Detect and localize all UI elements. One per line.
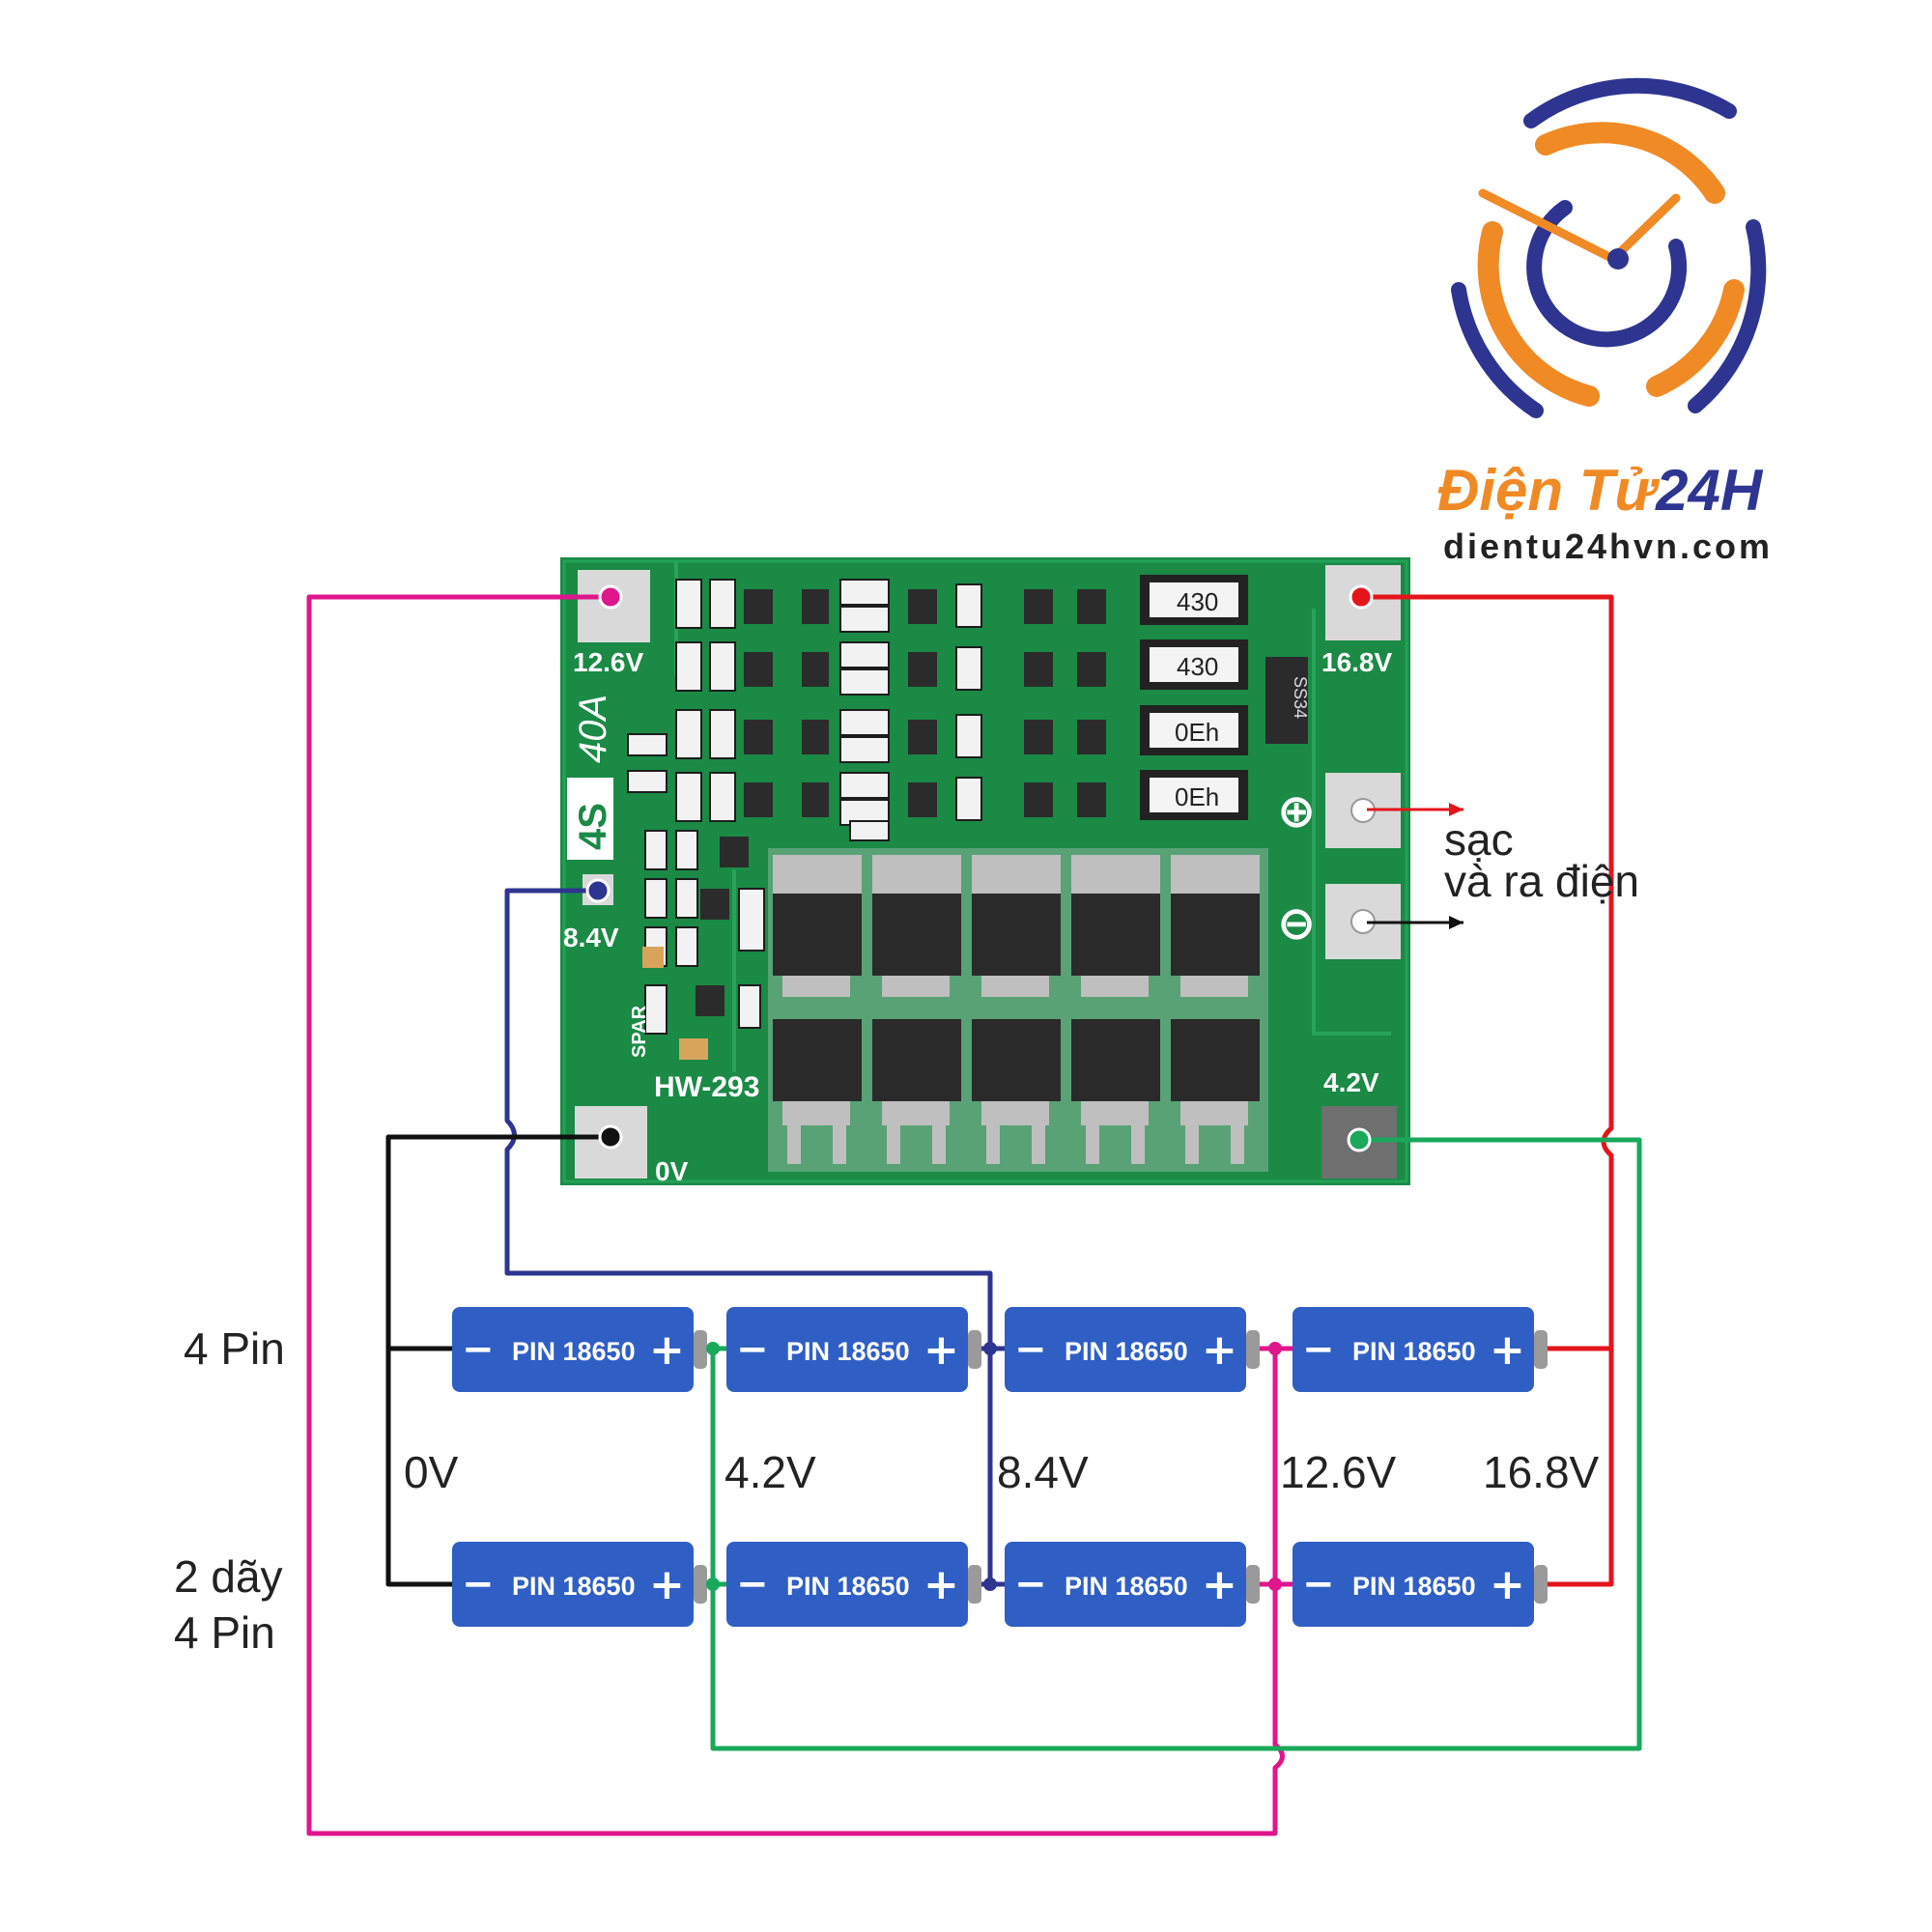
pad-12v6-label: 12.6V (573, 647, 643, 677)
pad-0v-label: 0V (655, 1156, 689, 1186)
cell-minus: − (462, 1562, 495, 1606)
wires (306, 594, 1642, 1836)
cell-plus: + (1202, 1325, 1237, 1375)
battery-pack: − PIN 18650 + − PIN 18650 + − PIN 18650 … (452, 1307, 1548, 1627)
cell-label: PIN 18650 (786, 1572, 910, 1601)
shunt-mark-2: 430 (1177, 652, 1218, 681)
cell-plus: + (1490, 1325, 1525, 1375)
cell-minus: − (1014, 1327, 1047, 1372)
row2-label-line1: 2 dãy (174, 1551, 283, 1602)
output-label: và ra điện (1444, 856, 1639, 906)
battery-cell: − PIN 18650 + (1005, 1307, 1260, 1392)
charge-label: sạc (1444, 814, 1514, 865)
cell-plus: + (649, 1325, 685, 1375)
logo-middle-arc-top (1535, 122, 1725, 204)
voltage-label-8v4: 8.4V (997, 1447, 1089, 1497)
shunt-resistors: 430 430 0Eh 0Eh SS34 SPAR (629, 575, 1310, 1058)
brand-name-part2: 24H (1655, 458, 1764, 523)
cell-minus: − (1302, 1562, 1335, 1606)
mosfet-array (768, 848, 1268, 1172)
cell-minus: − (736, 1327, 769, 1372)
voltage-label-0v: 0V (404, 1447, 459, 1497)
logo-inner-arc (1526, 200, 1688, 348)
battery-cell: − PIN 18650 + (726, 1542, 981, 1627)
cell-minus: − (736, 1562, 769, 1606)
cell-label: PIN 18650 (786, 1337, 910, 1366)
logo-clock-hands (1478, 188, 1681, 264)
cell-label: PIN 18650 (1352, 1337, 1476, 1366)
pad-8v4-label: 8.4V (563, 923, 619, 952)
logo-outer-arc-top (1523, 77, 1737, 128)
cell-plus: + (923, 1325, 959, 1375)
logo-outer-arc-left (1451, 282, 1544, 418)
brand-name: Điện Tử24H (1437, 458, 1764, 523)
battery-cell: − PIN 18650 + (1293, 1307, 1548, 1392)
shunt-mark-3: 0Eh (1175, 718, 1219, 747)
board-model: HW-293 (654, 1071, 759, 1103)
board-rating: 4S 40A (567, 695, 614, 860)
row2-label-line2: 4 Pin (174, 1607, 275, 1658)
battery-cell: − PIN 18650 + (452, 1542, 707, 1627)
logo-middle-arc-right (1646, 279, 1745, 397)
battery-cell: − PIN 18650 + (726, 1307, 981, 1392)
cell-minus: − (1302, 1327, 1335, 1372)
cell-label: PIN 18650 (512, 1572, 636, 1601)
brand-name-part1: Điện Tử (1437, 458, 1660, 523)
board-series: 4S (572, 803, 614, 850)
battery-cell: − PIN 18650 + (1293, 1542, 1548, 1627)
voltage-label-12v6: 12.6V (1280, 1447, 1397, 1497)
cell-plus: + (923, 1560, 959, 1609)
voltage-label-4v2: 4.2V (724, 1447, 816, 1497)
pad-16v8-label: 16.8V (1321, 647, 1392, 677)
cell-minus: − (1014, 1562, 1047, 1606)
wire-4v2 (710, 1137, 1642, 1751)
shunt-mark-4: 0Eh (1175, 782, 1219, 811)
pad-4v2-label: 4.2V (1323, 1067, 1379, 1097)
cell-minus: − (462, 1327, 495, 1372)
cell-plus: + (1202, 1560, 1237, 1609)
wire-0v (385, 1134, 611, 1587)
cell-plus: + (1490, 1560, 1525, 1609)
battery-cell: − PIN 18650 + (1005, 1542, 1260, 1627)
cell-label: PIN 18650 (512, 1337, 636, 1366)
spar-mark: SPAR (629, 1005, 650, 1058)
board-current: 40A (572, 695, 614, 763)
pad-dots (585, 584, 1374, 1152)
battery-cell: − PIN 18650 + (452, 1307, 707, 1392)
cell-plus: + (649, 1560, 685, 1609)
cell-label: PIN 18650 (1065, 1337, 1188, 1366)
voltage-label-16v8: 16.8V (1483, 1447, 1600, 1497)
row1-label: 4 Pin (184, 1323, 285, 1374)
shunt-mark-1: 430 (1177, 587, 1218, 616)
brand-website: dientu24hvn.com (1443, 526, 1773, 566)
logo-outer-arc-right (1688, 219, 1767, 413)
brand-logo: Điện Tử24H dientu24hvn.com (1437, 77, 1773, 566)
bms-board: 12.6V 8.4V 0V 16.8V ⊕ ⊖ 4.2V 4S 40A HW-2… (560, 557, 1410, 1186)
diode-mark: SS34 (1291, 676, 1310, 719)
cell-label: PIN 18650 (1352, 1572, 1476, 1601)
cell-label: PIN 18650 (1065, 1572, 1188, 1601)
junction-dots (706, 1342, 1282, 1591)
terminal-minus-sign: ⊖ (1277, 896, 1316, 951)
smd-component-rows (627, 579, 1106, 1060)
terminal-plus-sign: ⊕ (1277, 784, 1316, 838)
diode (1265, 657, 1308, 744)
logo-middle-arc-left (1477, 221, 1600, 407)
logo-clock-center (1607, 248, 1629, 270)
